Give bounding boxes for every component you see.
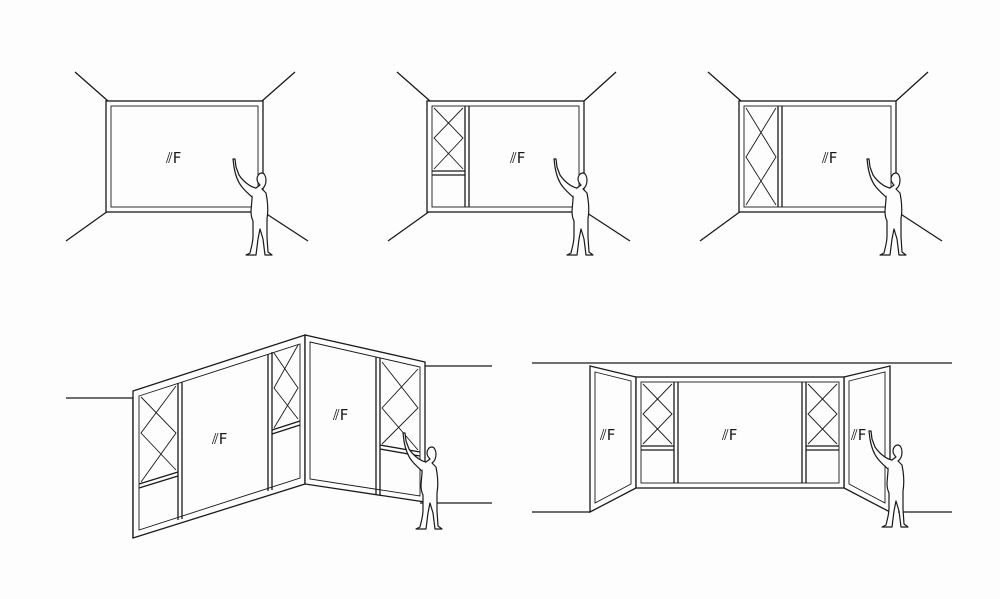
glass-label-center: ⫽F <box>721 426 737 444</box>
diagram-fixed-with-casement-and-panel: ⫽F <box>387 71 631 256</box>
glass-label: ⫽F <box>821 149 837 167</box>
diagram-corner-window-assembly: ⫽F ⫽F <box>66 334 492 539</box>
casement-opening-indicator <box>433 107 464 170</box>
casement-opening-indicator <box>140 344 419 483</box>
window-frame <box>426 100 585 213</box>
glass-label: ⫽F <box>509 149 525 167</box>
room-perspective-lines <box>699 71 943 242</box>
diagram-fixed-with-tall-casement: ⫽F <box>699 71 943 256</box>
glass-label-right: ⫽F <box>332 406 348 424</box>
room-perspective-lines <box>387 71 631 242</box>
diagram-single-fixed-window: ⫽F <box>65 71 309 256</box>
wall-lines <box>532 362 952 513</box>
glass-label-left: ⫽F <box>599 426 615 444</box>
glass-label-left: ⫽F <box>211 430 227 448</box>
room-perspective-lines <box>65 71 309 242</box>
window-frame <box>105 100 264 213</box>
casement-opening-indicator <box>745 107 777 206</box>
casement-opening-indicator <box>642 383 838 445</box>
diagram-bay-window-assembly: ⫽F ⫽F ⫽F <box>532 362 952 528</box>
glass-label-right: ⫽F <box>850 426 866 444</box>
glass-label: ⫽F <box>165 149 181 167</box>
window-frame <box>738 100 897 213</box>
